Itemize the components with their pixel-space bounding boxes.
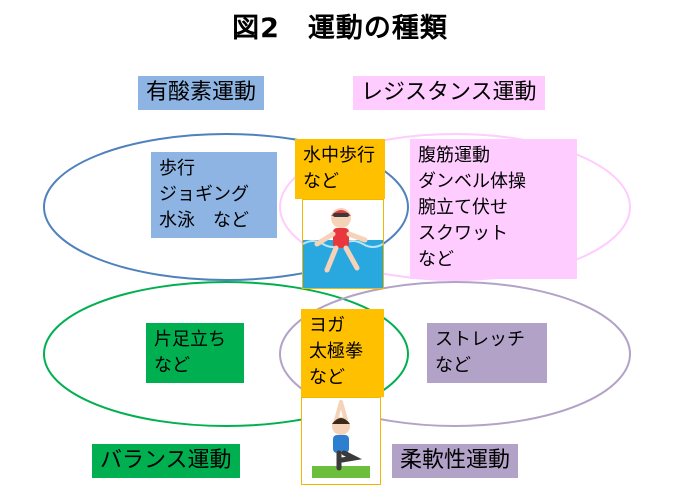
aerobic-resistance-examples: 水中歩行 など: [295, 139, 385, 199]
balance-label: バランス運動: [92, 444, 240, 478]
flexibility-oval: [279, 281, 631, 427]
aerobic-label: 有酸素運動: [138, 76, 265, 110]
aerobic-item: 歩行: [159, 158, 195, 179]
flexibility-item: など: [435, 355, 471, 377]
overlap-item: など: [309, 367, 345, 389]
resistance-oval: [279, 133, 631, 281]
aerobic-examples: 歩行 ジョギング 水泳 など: [151, 152, 277, 238]
balance-item: 片足立ち: [154, 329, 226, 350]
overlap-item: 太極拳: [309, 341, 363, 363]
resistance-item: 腹筋運動: [418, 145, 490, 166]
aerobic-item: 水泳 など: [159, 210, 249, 232]
resistance-item: など: [418, 249, 454, 271]
overlap-item: ヨガ: [309, 315, 345, 336]
yoga-pose-illustration: [301, 397, 381, 485]
balance-examples: 片足立ち など: [146, 323, 244, 383]
overlap-item: など: [303, 171, 339, 193]
resistance-item: スクワット: [418, 223, 508, 245]
resistance-label: レジスタンス運動: [353, 76, 545, 110]
balance-item: など: [154, 355, 190, 377]
flexibility-item: ストレッチ: [435, 329, 525, 350]
resistance-item: ダンベル体操: [418, 171, 526, 193]
balance-oval: [43, 281, 409, 427]
aerobic-oval: [43, 133, 409, 281]
flexibility-label: 柔軟性運動: [392, 444, 519, 478]
aerobic-item: ジョギング: [159, 184, 249, 206]
swimmer-illustration: [302, 199, 384, 289]
flexibility-examples: ストレッチ など: [427, 323, 547, 383]
overlap-item: 水中歩行: [303, 145, 375, 166]
balance-flexibility-examples: ヨガ 太極拳 など: [301, 309, 384, 397]
page-title: 図2 運動の種類: [232, 13, 448, 44]
resistance-examples: 腹筋運動 ダンベル体操 腕立て伏せ スクワット など: [410, 139, 577, 279]
resistance-item: 腕立て伏せ: [418, 197, 508, 219]
